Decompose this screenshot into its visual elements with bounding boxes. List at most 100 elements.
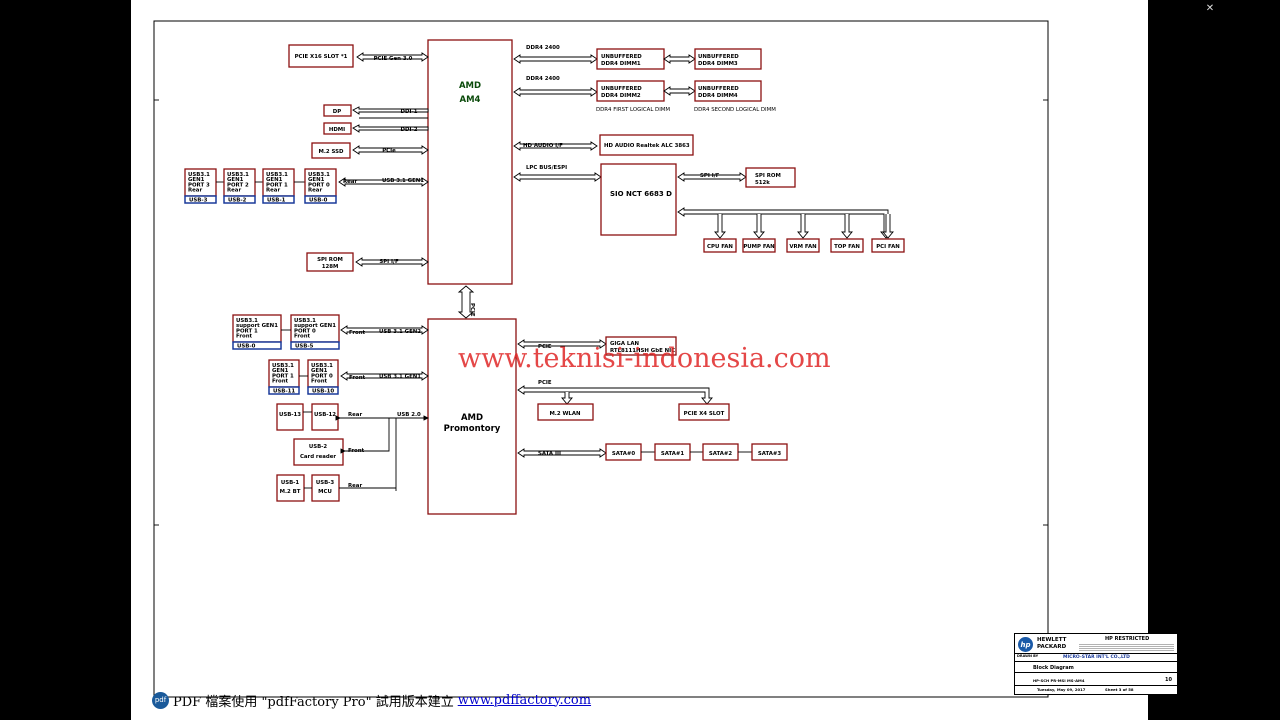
rear-usb-port-0-tag: [184, 195, 217, 204]
dimm4-l2: DDR4 DIMM4: [698, 93, 738, 99]
sio-spi-rom: [745, 167, 796, 188]
bt-l2: M.2 BT: [280, 489, 301, 495]
wlan-label: M.2 WLAN: [549, 411, 581, 417]
date: Tuesday, May 09, 2017: [1037, 687, 1086, 692]
ddr-a-label: DDR4 2400: [526, 45, 560, 51]
usb13-block: [276, 403, 304, 431]
rear-usb-port-2-tag: [262, 195, 295, 204]
front-usb-gen1-port-1-l4: Front: [311, 379, 328, 385]
front3-label: Front: [348, 448, 365, 454]
title: Block Diagram: [1033, 665, 1074, 671]
fan-label-1: PUMP FAN: [743, 244, 775, 250]
second-dimm-label: DDR4 SECOND LOGICAL DIMM: [694, 107, 776, 113]
front-usb-gen1-port-1-l3: PORT 0: [311, 373, 333, 379]
front-usb-gen2-port-0-l2: support GEN1: [236, 323, 278, 329]
front-gen1-label: Front: [349, 375, 366, 381]
front-usb-gen1-port-0-tag: [268, 386, 300, 395]
rear-usb-port-0-l4: Rear: [188, 188, 202, 194]
sata-bus-label: SATA III: [538, 451, 561, 457]
dp-label: DP: [333, 109, 341, 115]
front-usb-gen2-port-1-l3: PORT 0: [294, 328, 316, 334]
doc-number: HP-SCH PR-MSI MS-AM4: [1033, 678, 1085, 683]
front-usb-gen2-port-1-l4: Front: [294, 334, 311, 340]
sata-label-0: SATA#0: [612, 451, 636, 457]
front-usb-gen1-port-1-l2: GEN1: [311, 368, 328, 374]
sata-label-2: SATA#2: [709, 451, 733, 457]
dimm3-l1: UNBUFFERED: [698, 54, 739, 60]
dimm3: [694, 48, 762, 70]
front-usb-gen2-port-1-tag-label: USB-5: [295, 344, 314, 350]
rear-usb-port-2-tag-label: USB-1: [267, 198, 286, 204]
mcu-block: [311, 474, 340, 502]
usb31-gen2-label: USB 3.1 GEN2: [379, 329, 421, 335]
rear-label: Rear: [343, 179, 357, 185]
spi-rom-cpu: [306, 252, 354, 272]
front-usb-gen1-port-1-tag: [307, 386, 339, 395]
sheet: Sheet 3 of 58: [1105, 687, 1134, 692]
rear-usb-port-1-l2: GEN1: [227, 177, 244, 183]
rear-usb-port-3-l2: GEN1: [308, 177, 325, 183]
sio-rom-l2: 512k: [755, 180, 770, 186]
card-reader-block: [293, 438, 344, 466]
front-usb-gen2-port-1: [290, 314, 340, 343]
sata-label-3: SATA#3: [758, 451, 782, 457]
fan-0: [703, 238, 737, 253]
block-diagram: AMD AM4 AMD Promontory PCIE PCIE X16 SLO…: [153, 20, 1049, 698]
front-usb-gen2-port-0-l4: Front: [236, 334, 253, 340]
drawn-by: MICRO-STAR INT'L CO.,LTD: [1063, 655, 1130, 660]
spi-if-label: SPI I/F: [379, 259, 399, 265]
fan-label-4: PCI FAN: [876, 244, 900, 250]
rear-usb-port-0-l3: PORT 3: [188, 182, 210, 188]
front-usb-gen1-port-1: [307, 359, 339, 388]
lpc-label: LPC BUS/ESPI: [526, 165, 567, 171]
pcie2-label: PCIE: [538, 380, 552, 386]
chipset-label-2: Promontory: [444, 424, 501, 434]
dimm2-l2: DDR4 DIMM2: [601, 93, 641, 99]
rev: 10: [1165, 677, 1172, 683]
card-l2: Card reader: [300, 454, 336, 460]
rear-usb-port-1-tag-label: USB-2: [228, 198, 247, 204]
rear-usb-port-3-l4: Rear: [308, 188, 322, 194]
rear-usb-port-0-l2: GEN1: [188, 177, 205, 183]
sio-block: [600, 163, 677, 236]
pdffactory-link[interactable]: www.pdffactory.com: [457, 692, 592, 708]
pcie-x16-slot: [288, 44, 354, 68]
ddi2-label: DDI-2: [401, 127, 418, 133]
hp-logo-icon: hp: [1018, 637, 1033, 652]
pcie-x16-label: PCIE X16 SLOT *1: [295, 54, 348, 60]
drawn-by-label: DRAWN BY: [1017, 654, 1039, 658]
front-usb-gen2-port-0-tag: [232, 341, 282, 350]
chipset-block: [427, 318, 517, 515]
brand-line-1: HEWLETT: [1037, 637, 1067, 643]
schematic-page: AMD AM4 AMD Promontory PCIE PCIE X16 SLO…: [131, 0, 1178, 720]
rear-usb-port-2-l1: USB3.1: [266, 172, 288, 178]
fan-1: [742, 238, 776, 253]
dimm4-l1: UNBUFFERED: [698, 86, 739, 92]
cpu-label-1: AMD: [459, 81, 481, 91]
chipset-label-1: AMD: [461, 413, 483, 423]
rear-usb-port-1-l1: USB3.1: [227, 172, 249, 178]
footer-text: PDF 檔案使用 "pdfFactory Pro" 試用版本建立: [173, 694, 454, 710]
rear-usb-port-0-l1: USB3.1: [188, 172, 210, 178]
close-icon[interactable]: ✕: [1205, 3, 1215, 14]
m2-ssd-label: M.2 SSD: [318, 149, 344, 155]
bt-l1: USB-1: [281, 480, 300, 486]
spi-rom-cpu-l1: SPI ROM: [317, 257, 343, 263]
usb13-label: USB-13: [279, 412, 301, 418]
rear-usb-port-3-tag: [304, 195, 337, 204]
dimm2-l1: UNBUFFERED: [601, 86, 642, 92]
title-block: hp HEWLETT PACKARD HP RESTRICTED DRAWN B…: [1014, 633, 1178, 695]
giga-lan: [605, 336, 677, 356]
watermark: www.teknisi-indonesia.com: [458, 343, 831, 374]
hdmi-block: [323, 122, 352, 135]
front-usb-gen1-port-0-l3: PORT 1: [272, 373, 294, 379]
ddi1-label: DDI-1: [401, 109, 418, 115]
dimm3-l2: DDR4 DIMM3: [698, 61, 738, 67]
fan-3: [830, 238, 864, 253]
sheet-border: [153, 20, 1049, 698]
lan-l2: RTL8111HSH GbE NIC: [610, 348, 675, 354]
hd-audio-if-label: HD AUDIO I/F: [523, 143, 563, 149]
m2-wlan: [537, 403, 594, 421]
